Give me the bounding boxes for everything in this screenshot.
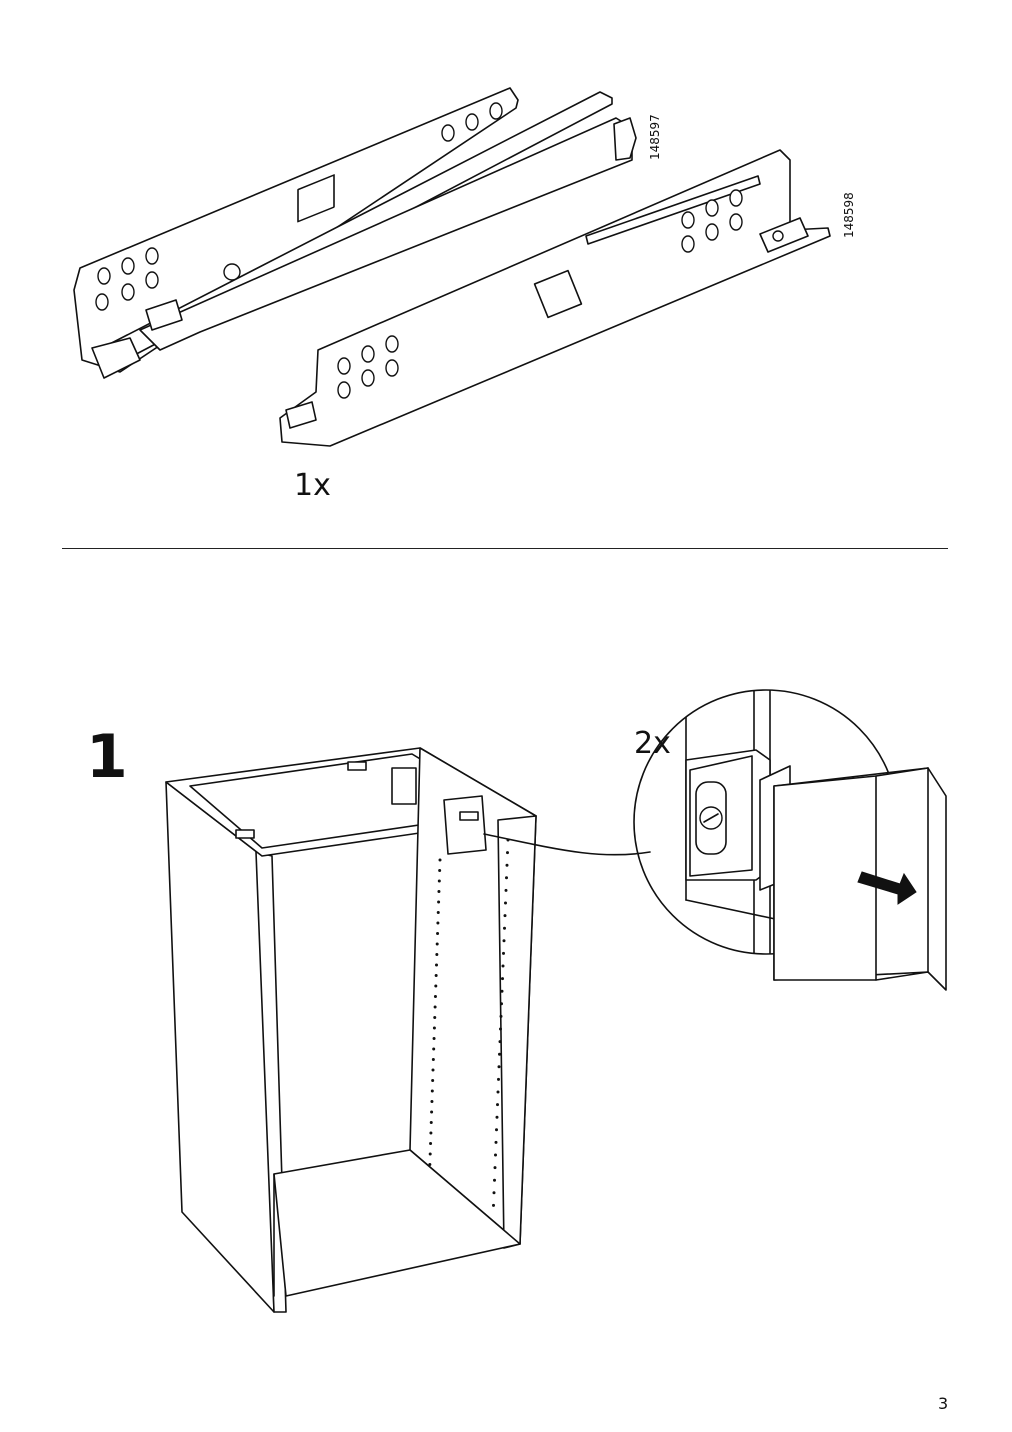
step-number: 1 (86, 722, 128, 792)
shelf-hole (503, 914, 507, 918)
shelf-hole (501, 977, 504, 981)
shelf-hole (430, 1100, 434, 1103)
shelf-hole (506, 851, 509, 855)
shelf-hole (502, 951, 505, 955)
shelf-hole (499, 1027, 502, 1031)
shelf-holes (428, 838, 510, 1207)
parts-quantity: 1x (294, 468, 331, 503)
shelf-hole (495, 1115, 499, 1119)
shelf-hole (493, 1166, 497, 1170)
shelf-hole (432, 1026, 436, 1030)
shelf-hole (499, 1014, 503, 1018)
shelf-hole (431, 1068, 435, 1072)
shelf-hole (436, 921, 440, 925)
drawer-runner-right-illustration (279, 149, 831, 447)
shelf-hole (495, 1128, 498, 1132)
shelf-hole (430, 1089, 434, 1093)
shelf-hole (435, 963, 438, 967)
shelf-hole (437, 879, 441, 883)
shelf-hole (437, 890, 441, 893)
page-number: 3 (938, 1394, 949, 1413)
shelf-hole (431, 1058, 435, 1061)
shelf-hole (428, 1163, 432, 1166)
shelf-hole (504, 901, 507, 905)
shelf-hole (435, 953, 439, 956)
shelf-hole (502, 939, 506, 943)
shelf-hole (497, 1077, 500, 1081)
shelf-hole (433, 1016, 437, 1019)
shelf-hole (433, 995, 437, 998)
shelf-hole (438, 858, 442, 862)
shelf-hole (503, 926, 506, 930)
shelf-hole (436, 932, 440, 935)
section-divider (62, 548, 948, 549)
shelf-hole (498, 1052, 501, 1056)
drawer-runner-left-illustration (73, 87, 637, 379)
shelf-hole (428, 1152, 432, 1156)
shelf-hole (432, 1037, 436, 1040)
shelf-hole (436, 911, 440, 914)
shelf-hole (433, 1005, 437, 1009)
shelf-hole (492, 1203, 495, 1207)
shelf-hole (498, 1040, 502, 1044)
shelf-hole (431, 1079, 435, 1082)
shelf-hole (500, 989, 504, 993)
shelf-hole (497, 1065, 501, 1069)
shelf-hole (505, 863, 509, 867)
shelf-hole (496, 1103, 499, 1107)
shelf-hole (434, 984, 438, 988)
shelf-hole (429, 1131, 433, 1135)
shelf-hole (430, 1110, 434, 1114)
shelf-hole (429, 1142, 433, 1145)
shelf-hole (492, 1191, 496, 1195)
shelf-hole (493, 1178, 496, 1182)
shelf-hole (434, 974, 438, 977)
shelf-hole (505, 876, 508, 880)
shelf-hole (494, 1153, 497, 1157)
shelf-hole (496, 1090, 500, 1094)
shelf-hole (500, 1002, 503, 1006)
shelf-hole (504, 888, 508, 892)
shelf-hole (432, 1047, 436, 1051)
shelf-hole (501, 964, 505, 968)
shelf-hole (429, 1121, 433, 1124)
shelf-hole (494, 1140, 498, 1144)
shelf-hole (437, 900, 441, 904)
shelf-hole (438, 869, 442, 872)
shelf-hole (435, 942, 439, 946)
detail-quantity: 2x (634, 726, 671, 761)
